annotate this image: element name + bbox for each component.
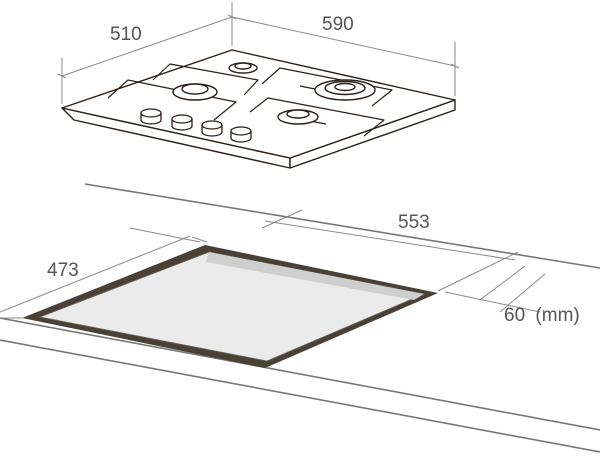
gas-hob [61,49,456,169]
knob-3 [201,120,223,137]
burner-back-right [314,79,376,101]
unit-label: (mm) [535,305,579,326]
burner-front-right [277,109,319,125]
pan-support-right [261,67,393,107]
dimension-line-cutout-depth [0,235,191,313]
knob-4 [230,126,252,143]
dimension-line-edge-distance [444,291,541,313]
cutout-depth-label: 473 [47,260,79,281]
cutout-width-label: 553 [398,212,430,233]
extension-line-cutout-back [191,236,208,243]
control-knobs [140,108,252,143]
dimension-line-hob-depth [61,16,233,77]
dimension-lines [0,2,546,319]
cutout-inner-wall [206,252,424,300]
edge-distance-value: 60 [504,305,525,326]
countertop-front-edge-bottom [0,339,600,453]
dimension-line-hob-width [231,16,456,67]
hob-top-plate [61,49,456,159]
burner-back-left [228,62,258,74]
dimension-labels: 510 590 553 473 60 (mm) [47,14,580,326]
cutout-opening [38,251,426,362]
hob-width-label: 590 [322,14,354,35]
burner-front-left [172,83,218,101]
dimension-line-cutout-width [264,220,516,261]
knob-1 [140,108,162,125]
edge-distance-label: 60 (mm) [504,305,580,326]
hob-depth-label: 510 [110,24,142,45]
pan-support-left [152,63,259,96]
knob-2 [171,114,193,131]
burners [172,62,376,125]
countertop-front-edge-top [0,317,600,431]
countertop-back-edge [84,183,600,269]
pan-support-right-front [249,97,385,137]
cutout [22,245,438,368]
